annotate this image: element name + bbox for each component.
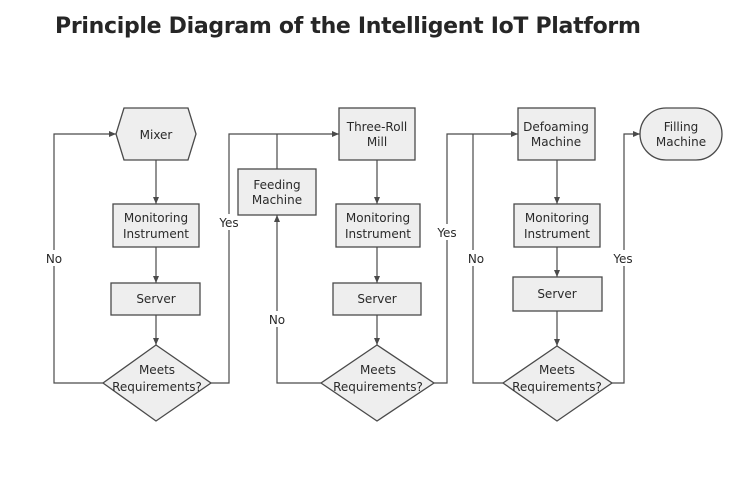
node-label: Monitoring: [346, 211, 410, 225]
node-label: Meets: [139, 363, 175, 377]
svg-text:Requirements?: Requirements?: [112, 380, 202, 394]
node-label: Instrument: [123, 227, 189, 241]
svg-text:Instrument: Instrument: [345, 227, 411, 241]
svg-text:Machine: Machine: [531, 135, 581, 149]
node-label: Feeding: [253, 178, 300, 192]
edge-label-yes-3: Yes: [612, 252, 632, 266]
node-label: Server: [537, 287, 576, 301]
edge-label-no-2: No: [269, 313, 285, 327]
svg-text:Instrument: Instrument: [123, 227, 189, 241]
svg-text:Monitoring: Monitoring: [525, 211, 589, 225]
node-label: Defoaming: [523, 120, 589, 134]
node-label: Instrument: [524, 227, 590, 241]
node-decision-1: Meets Requirements?: [101, 344, 213, 422]
svg-text:Meets: Meets: [360, 363, 396, 377]
node-server-3: Server: [512, 276, 603, 312]
node-label: Mill: [367, 135, 387, 149]
node-label: Instrument: [345, 227, 411, 241]
node-label: Machine: [531, 135, 581, 149]
diagram-title: Principle Diagram of the Intelligent IoT…: [55, 14, 641, 39]
svg-text:Server: Server: [537, 287, 576, 301]
edge-decision1-yes-threeroll: [211, 131, 339, 384]
node-filling-machine: Filling Machine: [639, 107, 723, 161]
svg-text:Requirements?: Requirements?: [512, 380, 602, 394]
svg-text:Defoaming: Defoaming: [523, 120, 589, 134]
svg-text:Mill: Mill: [367, 135, 387, 149]
edge-labels: No Yes No Yes No Yes: [44, 214, 638, 327]
svg-text:Instrument: Instrument: [524, 227, 590, 241]
node-mixer: Mixer: [115, 107, 197, 161]
node-label: Server: [136, 292, 175, 306]
edge-label-yes-1: Yes: [218, 216, 238, 230]
svg-text:Three-Roll: Three-Roll: [346, 120, 408, 134]
svg-text:Server: Server: [357, 292, 396, 306]
svg-text:Meets: Meets: [539, 363, 575, 377]
node-feeding-machine: Feeding Machine: [237, 168, 317, 216]
edge-label-no-1: No: [46, 252, 62, 266]
node-label: Mixer: [140, 128, 173, 142]
node-label: Requirements?: [333, 380, 423, 394]
node-decision-2: Meets Requirements?: [319, 344, 436, 422]
svg-text:Monitoring: Monitoring: [346, 211, 410, 225]
svg-text:Server: Server: [136, 292, 175, 306]
edges: [53, 131, 640, 384]
node-label: Meets: [360, 363, 396, 377]
node-monitoring-instrument-2: Monitoring Instrument: [335, 203, 421, 248]
svg-text:Feeding: Feeding: [253, 178, 300, 192]
svg-text:Requirements?: Requirements?: [333, 380, 423, 394]
node-three-roll-mill: Three-Roll Mill: [338, 107, 416, 161]
svg-text:Monitoring: Monitoring: [124, 211, 188, 225]
node-label: Meets: [539, 363, 575, 377]
node-label: Requirements?: [112, 380, 202, 394]
svg-text:Filling: Filling: [664, 120, 699, 134]
svg-text:Mixer: Mixer: [140, 128, 173, 142]
edge-decision3-no-defoaming: [472, 134, 503, 384]
node-defoaming-machine: Defoaming Machine: [517, 107, 596, 161]
node-server-1: Server: [110, 282, 201, 316]
node-monitoring-instrument-1: Monitoring Instrument: [112, 203, 200, 248]
svg-text:Machine: Machine: [656, 135, 706, 149]
node-label: Requirements?: [512, 380, 602, 394]
node-monitoring-instrument-3: Monitoring Instrument: [513, 203, 601, 248]
node-label: Three-Roll: [346, 120, 408, 134]
node-decision-3: Meets Requirements?: [501, 345, 614, 422]
node-server-2: Server: [332, 282, 422, 316]
svg-text:Machine: Machine: [252, 193, 302, 207]
node-label: Filling: [664, 120, 699, 134]
edge-decision2-yes-defoaming: [434, 131, 518, 384]
svg-text:Meets: Meets: [139, 363, 175, 377]
node-label: Monitoring: [525, 211, 589, 225]
edge-decision2-no-feeding: [274, 215, 321, 384]
edge-label-yes-2: Yes: [436, 226, 456, 240]
node-label: Machine: [252, 193, 302, 207]
node-label: Server: [357, 292, 396, 306]
node-label: Machine: [656, 135, 706, 149]
node-label: Monitoring: [124, 211, 188, 225]
edge-label-no-3: No: [468, 252, 484, 266]
